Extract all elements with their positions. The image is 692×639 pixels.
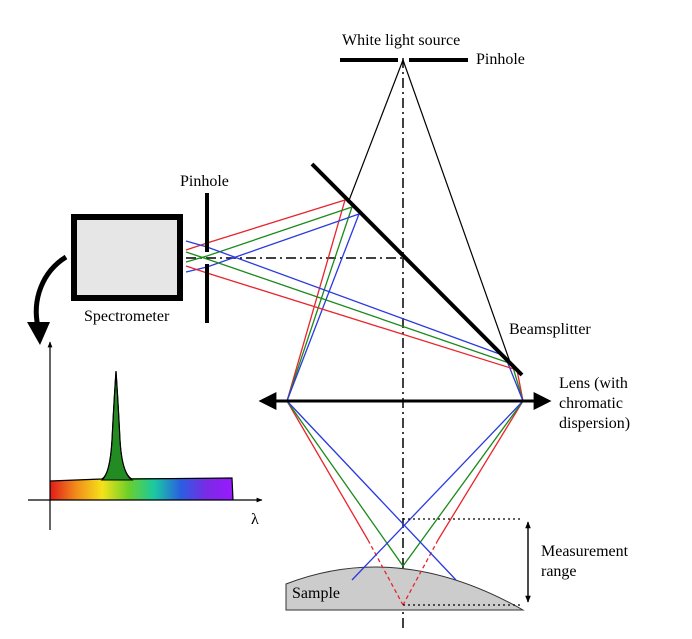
spectrometer-box xyxy=(71,214,183,301)
lambda-axis-label: λ xyxy=(251,511,259,528)
beamsplitter-label: Beamsplitter xyxy=(509,321,591,338)
spectrometer-label: Spectrometer xyxy=(84,308,170,325)
lens-label-line-2: chromatic xyxy=(559,395,623,412)
red-ray-left-to-focus-below-surface xyxy=(367,539,404,606)
detector-pinhole-label: Pinhole xyxy=(180,173,229,190)
beamsplitter-plate xyxy=(310,162,524,377)
blue-ray-left-extended xyxy=(286,400,457,581)
sample-label: Sample xyxy=(292,585,340,602)
green-ray-left-up xyxy=(286,206,353,402)
blue-ray-right-extended xyxy=(351,400,524,581)
red-ray-left-up xyxy=(286,199,346,402)
green-ray-to-pinhole-upper xyxy=(185,206,353,263)
red-ray-right-to-focus-below-surface xyxy=(402,539,439,606)
spectrometer-output-arrowhead xyxy=(27,322,50,345)
source-pinhole-label: Pinhole xyxy=(476,51,525,68)
source-ray-left xyxy=(347,59,404,204)
spectrometer-output-arrow xyxy=(33,254,68,328)
red-ray-left-to-focus xyxy=(286,400,369,541)
lens-label: Lens (with chromatic dispersion) xyxy=(559,374,630,434)
spectrum-curve xyxy=(49,370,234,501)
lens-label-line-1: Lens (with xyxy=(559,375,628,392)
red-ray-to-pinhole-upper xyxy=(185,199,346,251)
spectrum-baseline-band xyxy=(50,478,233,500)
lens-label-line-3: dispersion) xyxy=(559,415,631,432)
measurement-range-label-line-2: range xyxy=(541,563,577,580)
measurement-range-label: Measurement range xyxy=(541,542,628,582)
sample-surface xyxy=(285,566,525,611)
green-ray-to-pinhole-lower xyxy=(185,251,513,365)
red-ray-right-to-focus xyxy=(437,400,524,541)
measurement-range-label-line-1: Measurement xyxy=(541,543,629,560)
source-ray-right xyxy=(402,59,511,363)
blue-ray-left-up xyxy=(286,213,360,402)
green-ray-left-to-focus xyxy=(286,400,404,567)
green-ray-right-to-focus xyxy=(402,400,524,567)
white-light-source-label: White light source xyxy=(342,32,461,49)
